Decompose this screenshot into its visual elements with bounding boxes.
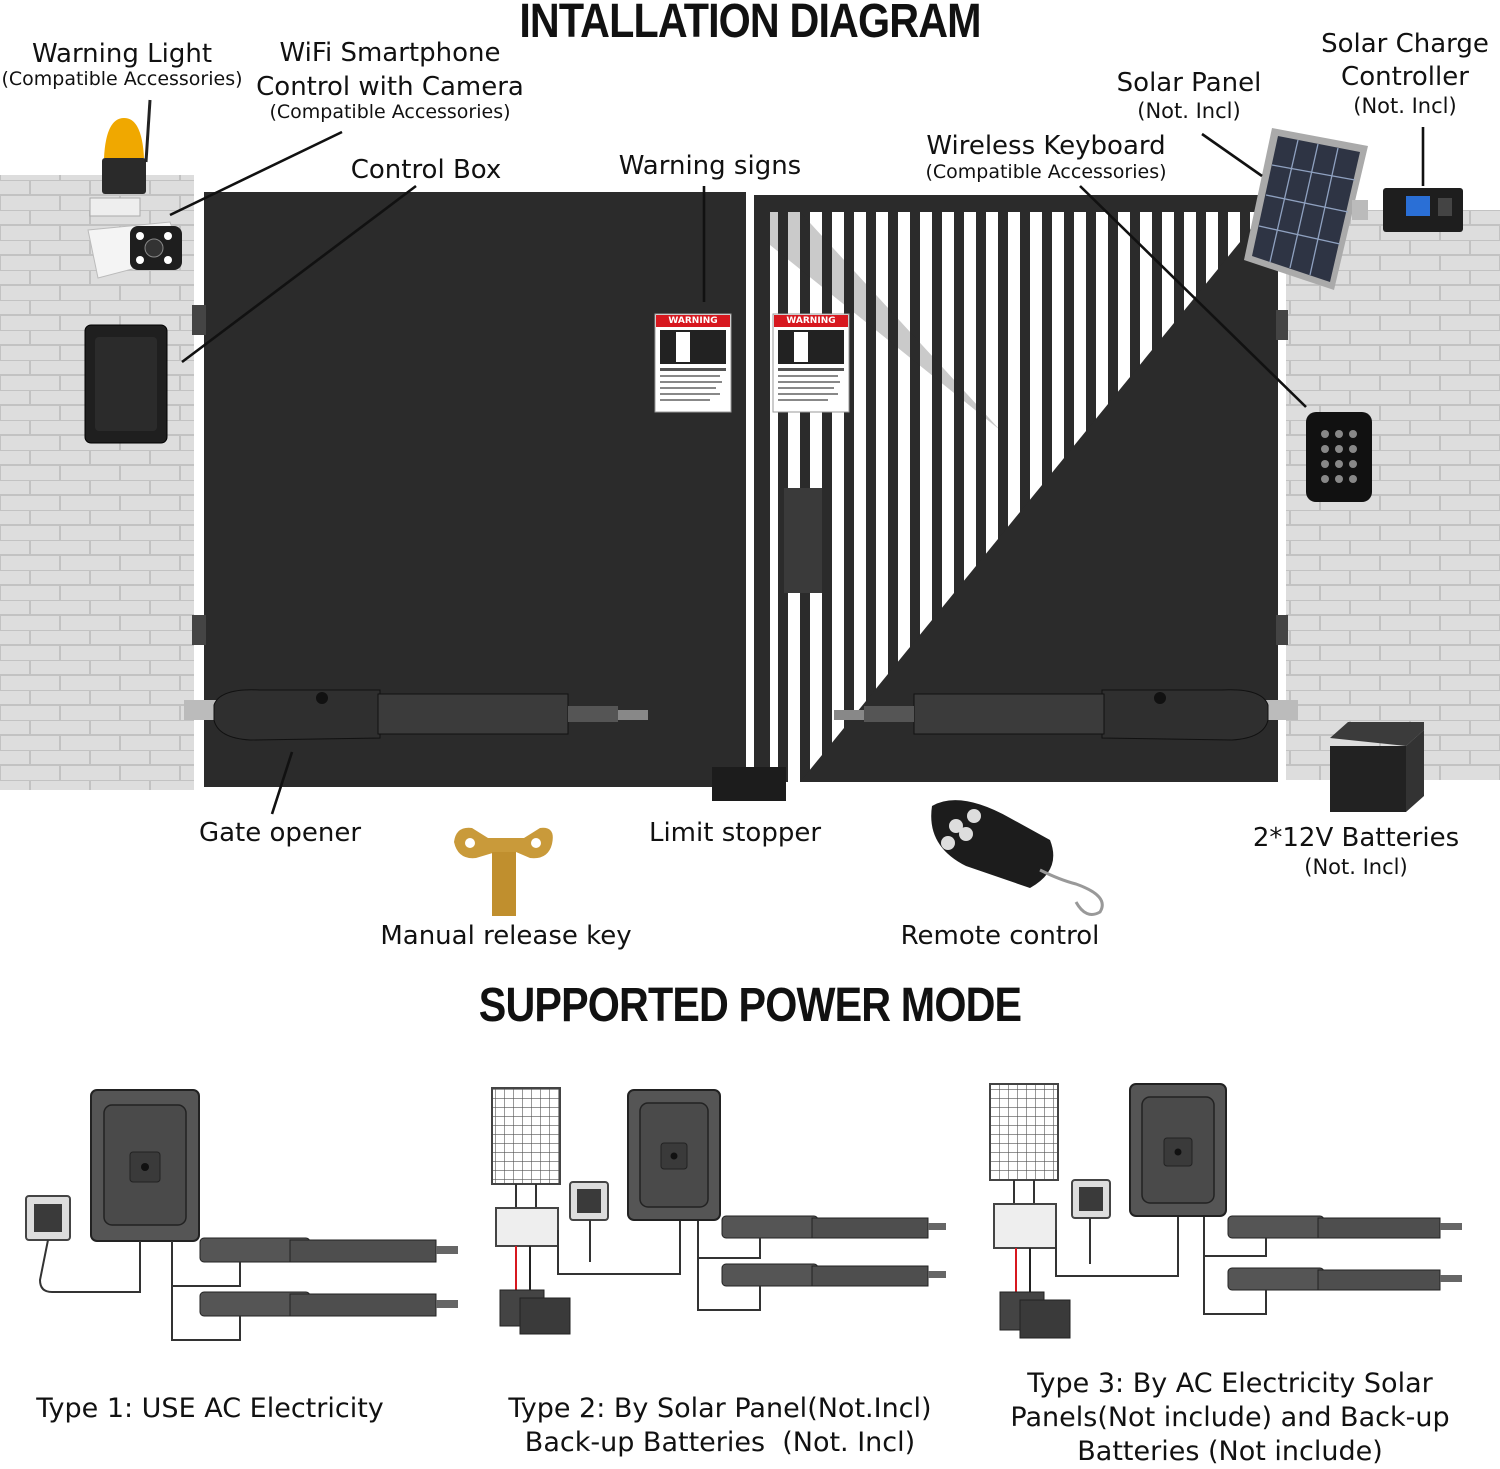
solar-panel-sublabel: (Not. Incl) bbox=[1137, 99, 1241, 123]
batteries-sublabel: (Not. Incl) bbox=[1304, 855, 1408, 879]
warning-sign-right-header: WARNING bbox=[786, 316, 836, 326]
solar-controller-label-line1: Solar Charge bbox=[1321, 29, 1489, 59]
wireless-keyboard-label: Wireless Keyboard bbox=[926, 131, 1166, 161]
warning-sign-right bbox=[772, 313, 850, 413]
left-wall bbox=[0, 175, 194, 790]
solar-panel-label: Solar Panel bbox=[1116, 68, 1262, 98]
type1-diagram bbox=[25, 1089, 458, 1341]
type3-caption-line2: Panels(Not include) and Back-up bbox=[1010, 1402, 1450, 1433]
remote-control-shape bbox=[931, 800, 1104, 916]
installation-title: INTALLATION DIAGRAM bbox=[519, 0, 981, 48]
warning-light-label: Warning Light bbox=[31, 39, 213, 69]
type1-caption: Type 1: USE AC Electricity bbox=[36, 1393, 384, 1424]
wifi-sublabel: (Compatible Accessories) bbox=[269, 101, 511, 123]
control-box-label: Control Box bbox=[350, 155, 502, 185]
limit-stopper-label: Limit stopper bbox=[648, 818, 822, 848]
limit-stopper-shape bbox=[712, 767, 786, 801]
control-box-shape bbox=[84, 324, 168, 444]
manual-release-key-label: Manual release key bbox=[380, 921, 632, 951]
type2-caption-line2: Back-up Batteries (Not. Incl) bbox=[524, 1427, 916, 1458]
solar-controller-sublabel: (Not. Incl) bbox=[1353, 94, 1457, 118]
warning-signs-label: Warning signs bbox=[618, 151, 802, 181]
type2-caption-line1: Type 2: By Solar Panel(Not.Incl) bbox=[508, 1393, 932, 1424]
power-mode-title: SUPPORTED POWER MODE bbox=[478, 979, 1022, 1032]
type2-diagram bbox=[491, 1087, 946, 1335]
camera-shape bbox=[87, 197, 183, 279]
gate-opener-left bbox=[184, 689, 648, 741]
wireless-keyboard-sublabel: (Compatible Accessories) bbox=[925, 161, 1167, 183]
warning-light-shape bbox=[102, 99, 152, 194]
wifi-label-line2: Control with Camera bbox=[256, 72, 524, 102]
solar-controller-shape bbox=[1383, 188, 1463, 232]
gate-opener-right bbox=[834, 689, 1298, 741]
wifi-label-line1: WiFi Smartphone bbox=[279, 38, 501, 68]
batteries-shape bbox=[1330, 722, 1424, 812]
warning-light-sublabel: (Compatible Accessories) bbox=[1, 68, 243, 90]
type3-caption-line1: Type 3: By AC Electricity Solar bbox=[1027, 1368, 1433, 1399]
remote-control-label: Remote control bbox=[900, 921, 1100, 951]
type3-caption-line3: Batteries (Not include) bbox=[1077, 1436, 1383, 1467]
type3-diagram bbox=[989, 1083, 1462, 1339]
keypad-shape bbox=[1306, 412, 1372, 502]
solar-controller-label-line2: Controller bbox=[1341, 62, 1469, 92]
manual-release-key-shape bbox=[454, 827, 553, 916]
left-gate-leaf bbox=[204, 192, 746, 787]
solar-panel-shape bbox=[1244, 128, 1368, 290]
batteries-label: 2*12V Batteries bbox=[1252, 823, 1460, 853]
leader-lines bbox=[169, 127, 1425, 815]
warning-sign-left bbox=[654, 313, 732, 413]
warning-sign-left-header: WARNING bbox=[668, 316, 718, 326]
gate-opener-label: Gate opener bbox=[198, 818, 362, 848]
